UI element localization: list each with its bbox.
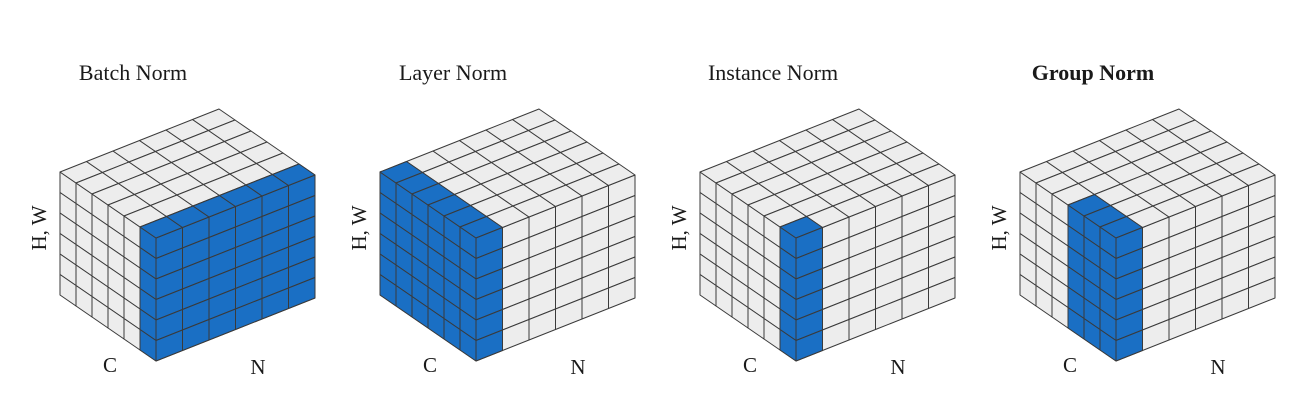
highlight-cell-right <box>475 329 503 362</box>
axis-label-c: C <box>423 353 437 377</box>
highlight-cell-left <box>139 329 157 362</box>
axis-label-hw: H, W <box>987 205 1011 250</box>
cell-top <box>912 163 956 186</box>
cell-top <box>592 163 636 186</box>
cell-right <box>928 277 956 309</box>
cube <box>1019 108 1276 362</box>
axis-label-hw: H, W <box>27 205 51 250</box>
cell-right <box>1248 277 1276 309</box>
highlight-cell-right <box>795 329 823 362</box>
axis-label-c: C <box>103 353 117 377</box>
axis-label-c: C <box>743 353 757 377</box>
panel-title: Instance Norm <box>708 60 838 85</box>
cube <box>379 108 636 362</box>
panel-group-norm: Group Norm H, W C N <box>987 60 1276 379</box>
cell-right <box>608 277 636 309</box>
axis-label-hw: H, W <box>347 205 371 250</box>
axis-label-n: N <box>890 355 905 379</box>
highlight-cell-right <box>1115 329 1143 362</box>
highlight-cell-right <box>288 277 316 309</box>
axis-label-n: N <box>570 355 585 379</box>
axis-label-c: C <box>1063 353 1077 377</box>
axis-label-n: N <box>250 355 265 379</box>
axis-label-hw: H, W <box>667 205 691 250</box>
panel-title: Layer Norm <box>399 60 507 85</box>
axis-label-n: N <box>1210 355 1225 379</box>
panel-title: Group Norm <box>1032 60 1154 85</box>
highlight-cell-top <box>272 163 316 186</box>
cube <box>699 108 956 362</box>
panel-batch-norm: Batch Norm H, W C N <box>27 60 316 379</box>
cell-top <box>1232 163 1276 186</box>
panel-layer-norm: Layer Norm H, W C N <box>347 60 636 379</box>
panel-title: Batch Norm <box>79 60 187 85</box>
cube <box>59 108 316 362</box>
panel-instance-norm: Instance Norm H, W C N <box>667 60 956 379</box>
